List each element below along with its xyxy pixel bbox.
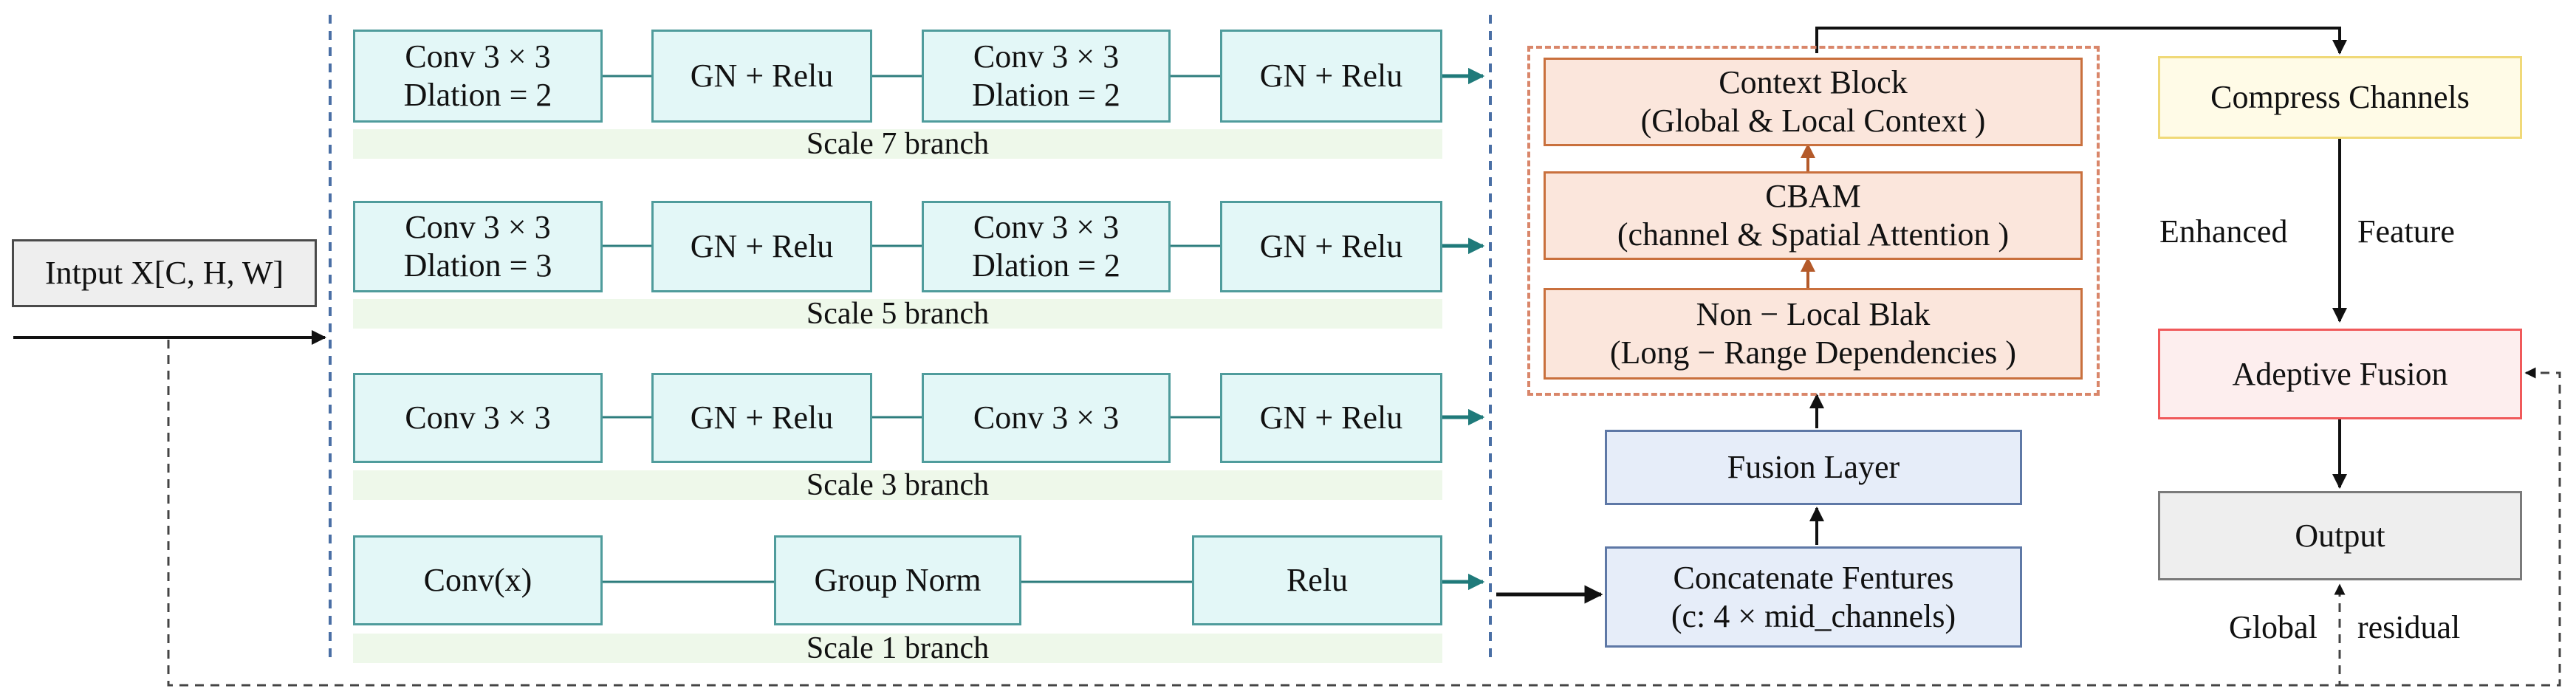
nonlocal-block: Non − Local Blak(Long − Range Dependenci… (1544, 288, 2083, 380)
scale7-branch-label: Scale 7 branch (353, 128, 1442, 159)
scale3-branch-label: Scale 3 branch (353, 470, 1442, 501)
cbam-block: CBAM(channel & Spatial Attention ) (1544, 171, 2083, 260)
global-residual-path (167, 340, 2346, 687)
compress-channels: Compress Channels (2158, 56, 2522, 139)
scale3-conv2: Conv 3 × 3 (922, 373, 1171, 463)
context-to-compress-arrow (1815, 27, 2347, 55)
scale3-gn2: GN + Relu (1220, 373, 1442, 463)
attention-stack-frame (1527, 46, 2100, 396)
scale1-branch-label: Scale 1 branch (353, 633, 1442, 664)
scale7-gn1: GN + Relu (651, 30, 872, 123)
input-box: Intput X[C, H, W] (12, 239, 317, 307)
scale1-group-norm: Group Norm (774, 535, 1021, 625)
scale7-gn2: GN + Relu (1220, 30, 1442, 123)
concatenate-features: Concatenate Fentures(c: 4 × mid_channels… (1605, 546, 2022, 648)
residual-to-fusion-path (2340, 367, 2561, 687)
scale1-conv: Conv(x) (353, 535, 603, 625)
scale5-gn2: GN + Relu (1220, 201, 1442, 292)
output-box: Output (2158, 491, 2522, 580)
scale3-gn1: GN + Relu (651, 373, 872, 463)
adaptive-fusion: Adeptive Fusion (2158, 329, 2522, 419)
scale5-gn1: GN + Relu (651, 201, 872, 292)
scale1-relu: Relu (1192, 535, 1442, 625)
context-block: Context Block(Global & Local Context ) (1544, 58, 2083, 146)
global-label: Global (2229, 609, 2318, 645)
residual-label: residual (2357, 609, 2461, 645)
fusion-layer: Fusion Layer (1605, 430, 2022, 505)
feature-label: Feature (2357, 213, 2455, 250)
scale3-conv1: Conv 3 × 3 (353, 373, 603, 463)
enhanced-label: Enhanced (2159, 213, 2288, 250)
scale5-branch-label: Scale 5 branch (353, 298, 1442, 329)
